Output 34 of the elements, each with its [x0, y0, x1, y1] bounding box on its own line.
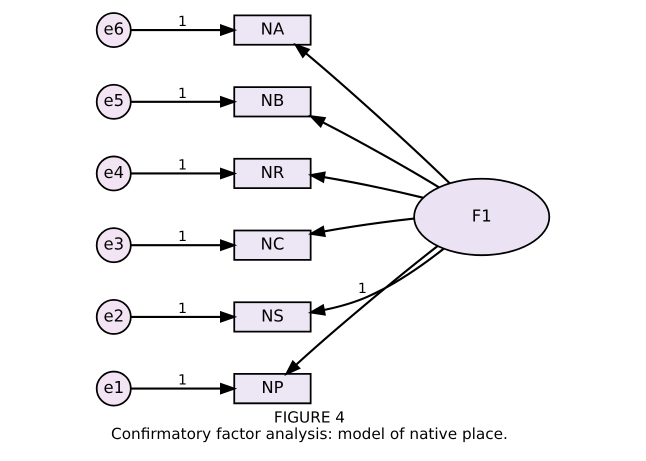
caption: Confirmatory factor analysis: model of native place. — [111, 425, 508, 444]
node-circle: e6 — [96, 12, 132, 48]
node-circle: e4 — [96, 156, 132, 192]
node-box: NA — [233, 14, 312, 46]
node-box: NC — [233, 230, 312, 261]
arrow — [131, 310, 238, 323]
edge-label: 1 — [178, 86, 188, 102]
diagram-title: FIGURE 4 — [274, 408, 346, 427]
node-box: NB — [233, 86, 312, 118]
edge-label: 1 — [178, 372, 188, 389]
node-ellipse: F1 — [413, 178, 550, 256]
node-circle: e3 — [96, 227, 132, 264]
arrow — [131, 96, 238, 108]
arrow — [131, 382, 238, 395]
edge-label: 1 — [178, 229, 188, 246]
node-circle: e5 — [96, 84, 132, 120]
arrow — [308, 248, 444, 316]
arrow — [293, 42, 450, 184]
edge-label: 1 — [178, 157, 188, 174]
node-circle: e1 — [96, 370, 132, 407]
arrow — [308, 171, 424, 199]
node-circle: e2 — [96, 298, 132, 335]
node-box: NR — [233, 158, 312, 190]
node-box: NS — [233, 301, 312, 332]
edge-label: 1 — [178, 300, 188, 317]
edge-label: 1 — [358, 280, 367, 297]
arrow — [308, 114, 440, 188]
arrow — [284, 245, 438, 376]
arrow — [131, 24, 238, 36]
arrow — [308, 218, 414, 238]
arrow — [131, 239, 238, 252]
edge-label: 1 — [178, 14, 188, 30]
node-box: NP — [233, 373, 312, 404]
arrow — [131, 167, 238, 180]
